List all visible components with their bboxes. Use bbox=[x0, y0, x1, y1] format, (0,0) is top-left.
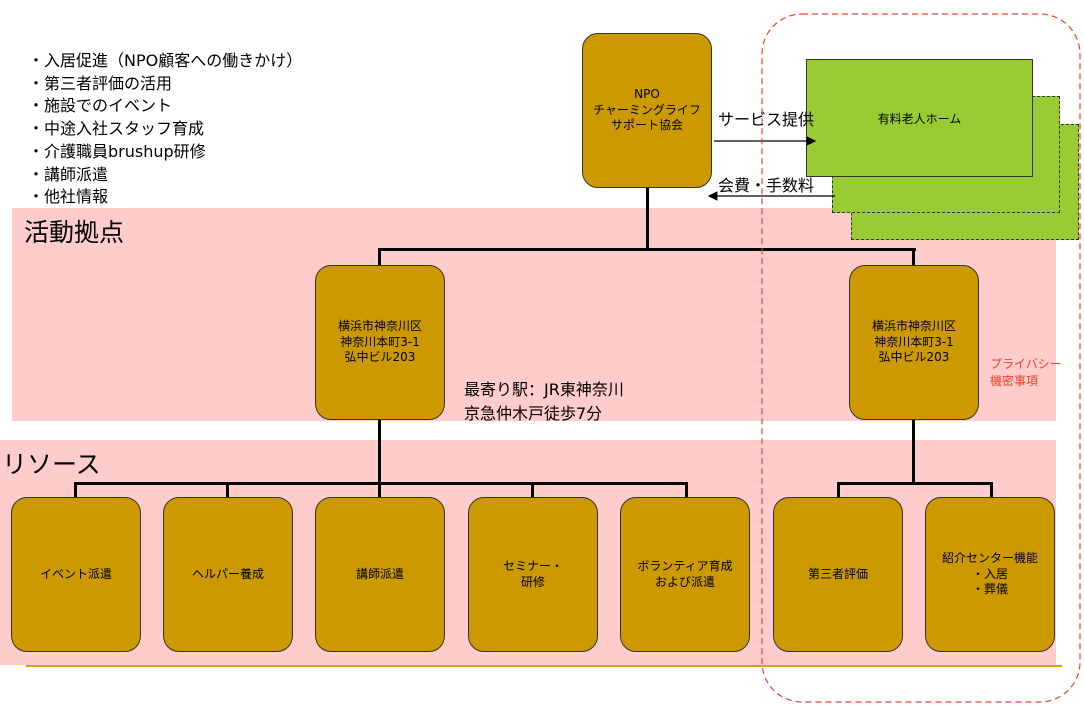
connector-drop bbox=[378, 482, 381, 498]
activity-band-label: 活動拠点 bbox=[24, 218, 125, 247]
resource-node-lecturer-dispatch: 講師派遣 bbox=[315, 497, 445, 652]
activity-bullet-list: ・入居促進（NPO顧客への働きかけ） ・第三者評価の活用 ・施設でのイベント ・… bbox=[28, 50, 302, 209]
bullet-item: ・他社情報 bbox=[28, 187, 109, 207]
base-node-left: 横浜市神奈川区 神奈川本町3-1 弘中ビル203 bbox=[315, 265, 445, 420]
resource-node-referral-center: 紹介センター機能 ・入居 ・葬儀 bbox=[925, 497, 1055, 652]
connector-right-resources-down bbox=[912, 420, 915, 484]
connector-left-resources-down bbox=[378, 420, 381, 484]
privacy-outline bbox=[761, 13, 1081, 703]
resources-band-label: リソース bbox=[2, 450, 101, 479]
connector-left-resources-horizontal bbox=[74, 482, 688, 485]
bullet-item: ・施設でのイベント bbox=[28, 96, 173, 116]
external-facility-node: 有料老人ホーム bbox=[806, 59, 1033, 177]
base-node-right: 横浜市神奈川区 神奈川本町3-1 弘中ビル203 bbox=[849, 265, 979, 420]
bullet-item: ・第三者評価の活用 bbox=[28, 73, 173, 93]
station-line-2: 京急仲木戸徒歩7分 bbox=[464, 404, 603, 423]
connector-drop bbox=[531, 482, 534, 498]
resource-node-third-party-eval: 第三者評価 bbox=[773, 497, 903, 652]
bullet-item: ・講師派遣 bbox=[28, 164, 109, 184]
connector-right-base-down bbox=[912, 248, 915, 266]
connector-base-horizontal bbox=[378, 248, 916, 251]
connector-right-resources-horizontal bbox=[837, 482, 993, 485]
bullet-item: ・介護職員brushup研修 bbox=[28, 141, 206, 161]
connector-drop bbox=[226, 482, 229, 498]
station-info: 最寄り駅：JR東神奈川 京急仲木戸徒歩7分 bbox=[464, 378, 624, 426]
connector-drop bbox=[837, 482, 840, 498]
connector-drop bbox=[990, 482, 993, 498]
privacy-note: プライバシー 機密事項 bbox=[990, 357, 1062, 388]
connector-drop bbox=[685, 482, 688, 498]
bullet-item: ・入居促進（NPO顧客への働きかけ） bbox=[28, 51, 303, 70]
bullet-item: ・中途入社スタッフ育成 bbox=[28, 119, 205, 139]
connector-top-down bbox=[646, 188, 649, 250]
resource-node-volunteer: ボランティア育成 および派遣 bbox=[620, 497, 750, 652]
connector-drop bbox=[74, 482, 77, 498]
service-arrow-label: サービス提供 bbox=[718, 110, 815, 129]
station-line-1: 最寄り駅：JR東神奈川 bbox=[464, 380, 624, 399]
fee-arrow-label: 会費・手数料 bbox=[718, 176, 815, 195]
npo-node: NPO チャーミングライフ サポート協会 bbox=[582, 33, 712, 188]
resource-node-event-dispatch: イベント派遣 bbox=[11, 497, 141, 652]
connector-left-base-down bbox=[378, 248, 381, 266]
resource-node-seminar: セミナー・ 研修 bbox=[468, 497, 598, 652]
resource-node-helper-training: ヘルパー養成 bbox=[163, 497, 293, 652]
bottom-rule bbox=[26, 665, 1062, 667]
external-facility-label: 有料老人ホーム bbox=[877, 111, 962, 126]
